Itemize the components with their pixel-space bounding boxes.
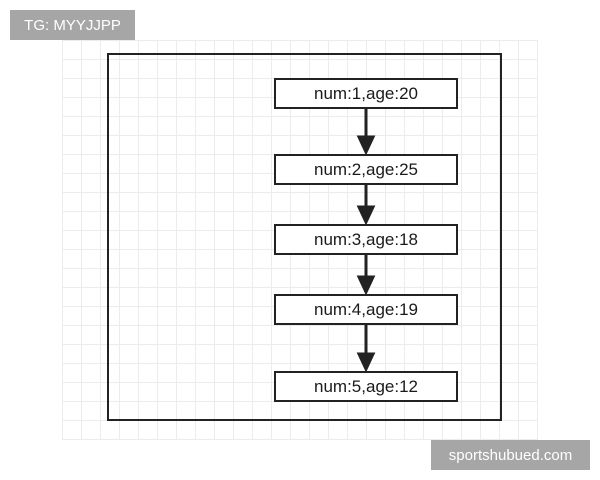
watermark-top-left: TG: MYYJJPP [10, 10, 135, 40]
list-node-5: num:5,age:12 [274, 371, 458, 402]
list-node-1: num:1,age:20 [274, 78, 458, 109]
watermark-bottom-right: sportshubued.com [431, 440, 590, 470]
list-node-4: num:4,age:19 [274, 294, 458, 325]
list-node-3: num:3,age:18 [274, 224, 458, 255]
outer-frame [107, 53, 502, 421]
list-node-2: num:2,age:25 [274, 154, 458, 185]
